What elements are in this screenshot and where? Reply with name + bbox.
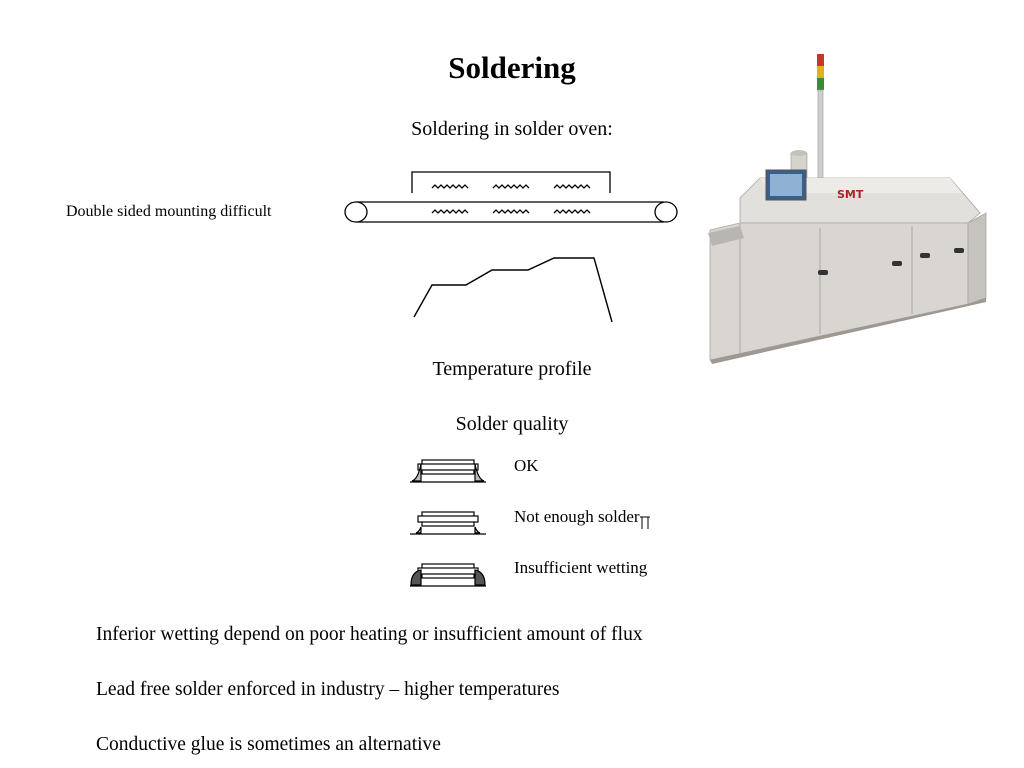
quality-label-not-enough-solder: Not enough solder — [514, 507, 640, 526]
temperature-profile-curve — [413, 257, 613, 323]
bullet-text: Lead free solder enforced in industry – … — [96, 679, 560, 700]
bullet-text: Inferior wetting depend on poor heating … — [96, 624, 643, 645]
solder-quality-caption: Solder quality — [455, 413, 569, 435]
joint-ok-icon — [410, 459, 486, 483]
oven-subtitle: Soldering in solder oven: — [411, 118, 613, 140]
reflow-oven-photo-icon: SMT — [708, 54, 987, 364]
joint-not-enough-solder-icon — [410, 511, 486, 535]
quality-label-ok: OK — [514, 456, 539, 475]
temperature-profile-caption: Temperature profile — [432, 358, 592, 380]
oven-conveyor-diagram — [344, 171, 678, 223]
slide-title: Soldering — [448, 50, 576, 85]
side-note: Double sided mounting difficult — [66, 203, 272, 220]
text-cursor-icon — [640, 516, 650, 529]
machine-brand-text: SMT — [837, 188, 864, 201]
quality-label-insufficient-wetting: Insufficient wetting — [514, 558, 648, 577]
joint-insufficient-wetting-icon — [410, 563, 486, 587]
bullet-text: Conductive glue is sometimes an alternat… — [96, 734, 441, 755]
